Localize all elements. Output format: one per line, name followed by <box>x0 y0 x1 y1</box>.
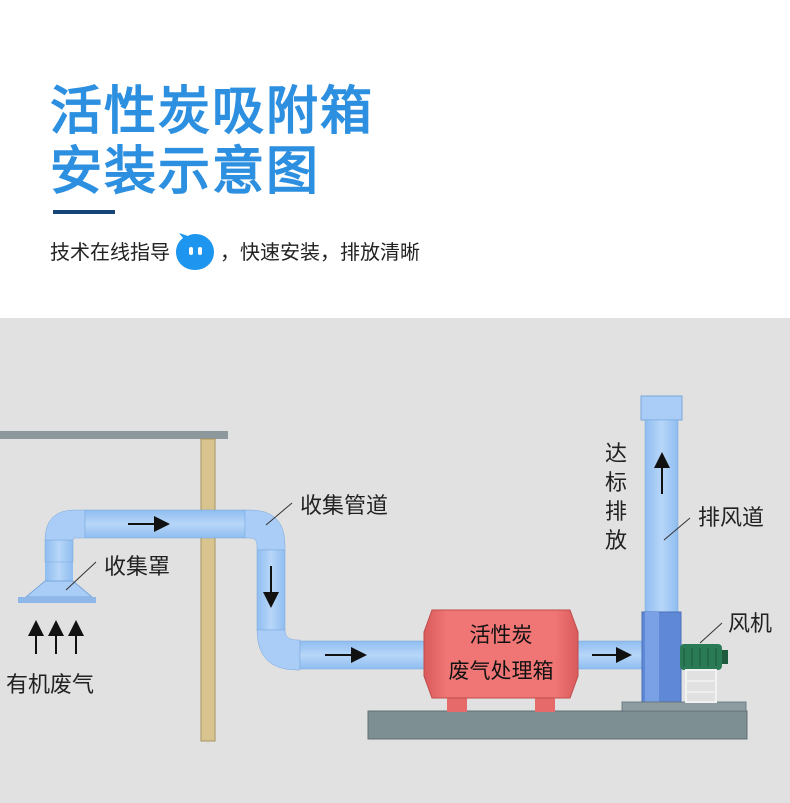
subtitle: 技术在线指导 ，快速安装，排放清晰 <box>50 233 420 270</box>
gas-label: 有机废气 <box>6 673 94 698</box>
box-label-line2: 废气处理箱 <box>449 659 554 683</box>
subtitle-after: ，快速安装，排放清晰 <box>220 240 420 264</box>
installation-diagram: 收集罩 收集管道 有机废气 活性炭 废气处理箱 排风道 风机 达 标 排 放 <box>0 318 790 803</box>
page-title-line2: 安装示意图 <box>50 142 321 202</box>
leader-line <box>65 561 97 591</box>
fan-motor <box>680 644 728 670</box>
collection-hood <box>18 561 96 603</box>
exhaust-stack <box>640 395 683 703</box>
exhaust-duct-label: 排风道 <box>698 506 764 531</box>
standard-char-1: 达 <box>605 442 627 467</box>
fan-label: 风机 <box>728 612 772 637</box>
standard-char-3: 排 <box>605 500 627 525</box>
page-title-line1: 活性炭吸附箱 <box>50 82 375 142</box>
standard-char-4: 放 <box>605 529 627 554</box>
box-label-line1: 活性炭 <box>470 623 533 647</box>
support-column <box>200 438 216 742</box>
fan-base <box>621 701 747 712</box>
leader-line <box>663 517 691 541</box>
chat-bubble-icon <box>176 233 214 270</box>
base-platform <box>367 710 748 740</box>
standard-char-2: 标 <box>605 471 627 496</box>
duct-label: 收集管道 <box>300 494 388 519</box>
leader-line <box>699 622 723 644</box>
subtitle-before: 技术在线指导 <box>50 240 170 264</box>
header: 活性炭吸附箱 安装示意图 技术在线指导 ，快速安装，排放清晰 <box>0 0 790 318</box>
title-underline <box>53 210 115 214</box>
activated-carbon-box <box>423 609 579 712</box>
leader-line <box>265 502 293 526</box>
diagram-canvas: 收集罩 收集管道 有机废气 活性炭 废气处理箱 排风道 风机 达 标 排 放 <box>0 395 772 742</box>
fan-stand <box>685 669 717 703</box>
ceiling-beam <box>0 431 228 439</box>
hood-label: 收集罩 <box>104 555 170 580</box>
